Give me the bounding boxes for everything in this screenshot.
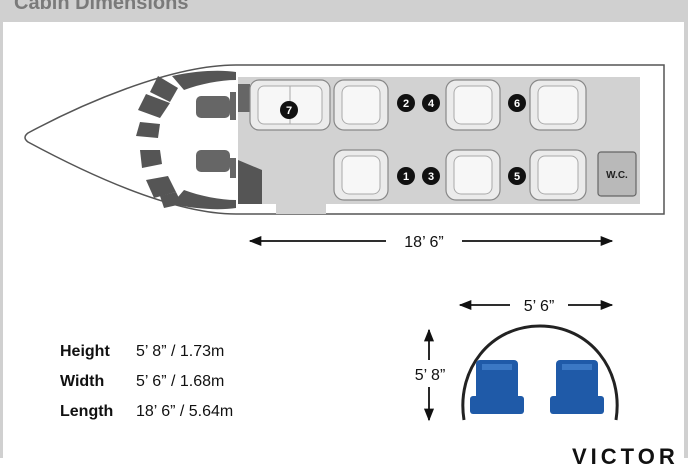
- spec-row-height: Height 5’ 8” / 1.73m: [60, 343, 224, 361]
- cockpit: [136, 70, 236, 210]
- spec-row-length: Length 18’ 6” / 5.64m: [60, 403, 233, 421]
- spec-label-length: Length: [60, 403, 114, 420]
- seat-number-7: 7: [280, 101, 298, 119]
- length-dimension-label: 18’ 6”: [404, 234, 443, 251]
- spec-label-width: Width: [60, 373, 105, 390]
- seat-number-2-text: 2: [403, 98, 409, 110]
- seat-number-4-text: 4: [428, 98, 435, 110]
- seat-number-3: 3: [422, 167, 440, 185]
- spec-value-height: 5’ 8” / 1.73m: [136, 343, 225, 360]
- lavatory-label: W.C.: [606, 170, 628, 181]
- cross-section-outline: [461, 324, 619, 421]
- seat-club-a: [333, 79, 389, 131]
- seat-number-1-text: 1: [403, 171, 409, 183]
- seat-number-7-text: 7: [286, 105, 292, 117]
- lavatory: W.C.: [597, 151, 637, 197]
- spec-row-width: Width 5’ 6” / 1.68m: [60, 373, 224, 391]
- seat-number-6-text: 6: [514, 98, 520, 110]
- seat-number-6: 6: [508, 94, 526, 112]
- seat-number-1: 1: [397, 167, 415, 185]
- seat-club-b: [445, 79, 501, 131]
- spec-value-width: 5’ 6” / 1.68m: [136, 373, 225, 390]
- frame-right-border: [684, 22, 688, 458]
- frame-left-border: [0, 22, 3, 458]
- height-dimension-label: 5’ 8”: [415, 367, 446, 384]
- seat-club-c: [529, 79, 587, 131]
- seat-club-f: [529, 149, 587, 201]
- galley-cabinet: [238, 84, 250, 112]
- section-header: Cabin Dimensions: [0, 0, 688, 22]
- spec-label-height: Height: [60, 343, 110, 360]
- seat-number-2: 2: [397, 94, 415, 112]
- cross-section-seat-left: [470, 360, 524, 414]
- width-dimension-label: 5’ 6”: [524, 298, 555, 315]
- seat-number-4: 4: [422, 94, 440, 112]
- cabin-diagram: 7 2 4 6 1 3 5 W.C. 18’ 6” 5’ 6” 5’ 8”: [24, 64, 665, 422]
- seat-number-3-text: 3: [428, 171, 434, 183]
- seat-number-5-text: 5: [514, 171, 520, 183]
- seat-club-d: [333, 149, 389, 201]
- galley: [238, 160, 262, 204]
- spec-value-length: 18’ 6” / 5.64m: [136, 403, 234, 420]
- section-title: Cabin Dimensions: [14, 0, 189, 14]
- seat-club-e: [445, 149, 501, 201]
- cross-section-seat-right: [550, 360, 604, 414]
- brand-logo-text: VICTOR: [572, 444, 679, 469]
- seat-number-5: 5: [508, 167, 526, 185]
